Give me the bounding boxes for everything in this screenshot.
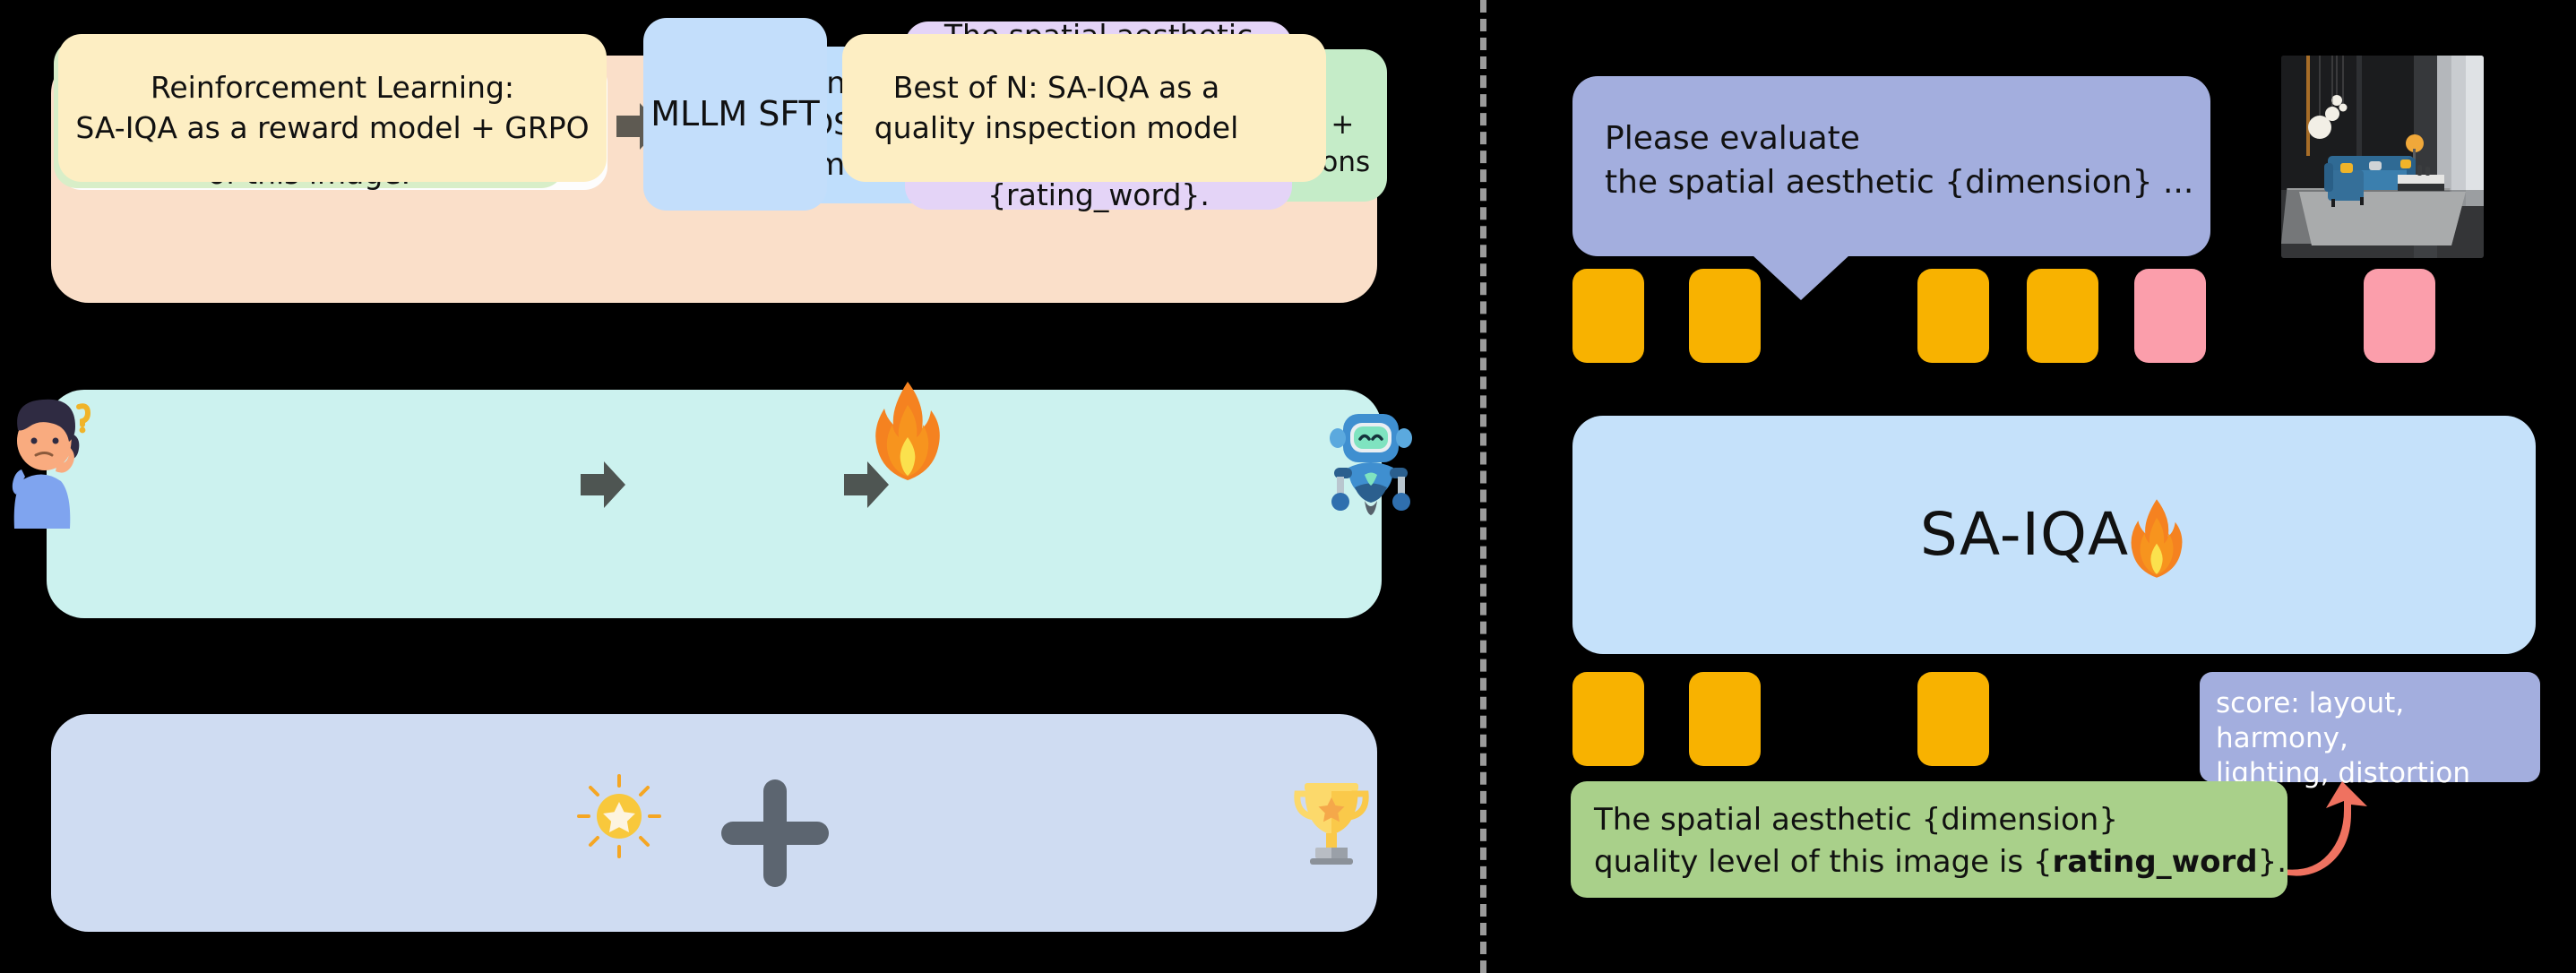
robot-emoji — [1330, 414, 1412, 515]
token-y1 — [1572, 269, 1644, 363]
token-b3 — [1917, 672, 1989, 766]
card-bon-line1: Best of N: SA-IQA as a — [892, 69, 1220, 105]
pipeline-row-rl — [51, 714, 1377, 932]
card-sa-iqa-model: SA-IQA — [1572, 416, 2536, 654]
bubble-line1: Please evaluate — [1605, 120, 1860, 157]
speech-bubble-query: Please evaluate the spatial aesthetic {d… — [1572, 76, 2210, 256]
trophy-emoji — [1294, 783, 1369, 865]
answer-line2-prefix: quality level of this image is { — [1594, 843, 2053, 880]
card-mllm-sft-label: MLLM SFT — [650, 93, 820, 133]
thinking-person-emoji — [12, 399, 91, 529]
arrow-right-icon-4 — [844, 461, 889, 508]
fire-emoji-2 — [2131, 499, 2183, 578]
card-score-dimensions: score: layout, harmony, lighting, distor… — [2200, 672, 2540, 789]
glowing-star-emoji — [577, 774, 661, 858]
fire-emoji-1 — [875, 382, 940, 480]
card-mllm-sft: MLLM SFT — [643, 18, 827, 211]
arrow-right-icon-3 — [581, 461, 625, 508]
card-reinforcement-learning: Reinforcement Learning: SA-IQA as a rewa… — [58, 34, 607, 182]
token-b2 — [1689, 672, 1761, 766]
answer-rating-word: rating_word — [2052, 843, 2258, 880]
answer-line2: quality level of this image is {rating_w… — [1594, 841, 2287, 883]
pipeline-row-sft — [47, 390, 1382, 618]
card-rl-line1: Reinforcement Learning: — [150, 69, 515, 105]
token-b1 — [1572, 672, 1644, 766]
bubble-line2: the spatial aesthetic {dimension} ... — [1605, 163, 2194, 201]
token-y4 — [2027, 269, 2098, 363]
card-best-of-n: Best of N: SA-IQA as a quality inspectio… — [842, 34, 1326, 182]
sa-iqa-label: SA-IQA — [1919, 500, 2130, 570]
score-line1: score: layout, harmony, — [2216, 687, 2405, 754]
curved-arrow-up-icon — [2283, 781, 2367, 876]
card-model-answer: The spatial aesthetic {dimension} qualit… — [1571, 781, 2287, 898]
token-y2 — [1689, 269, 1761, 363]
card-bon-line2: quality inspection model — [874, 109, 1239, 145]
token-p1 — [2134, 269, 2206, 363]
room-thumbnail — [2281, 56, 2484, 258]
answer-line2-suffix: }. — [2257, 843, 2287, 880]
token-y3 — [1917, 269, 1989, 363]
speech-bubble-tail — [1753, 255, 1849, 300]
card-rl-line2: SA-IQA as a reward model + GRPO — [75, 109, 590, 145]
answer-line1: The spatial aesthetic {dimension} — [1594, 802, 2118, 838]
panel-divider — [1480, 0, 1486, 973]
token-p2 — [2364, 269, 2435, 363]
